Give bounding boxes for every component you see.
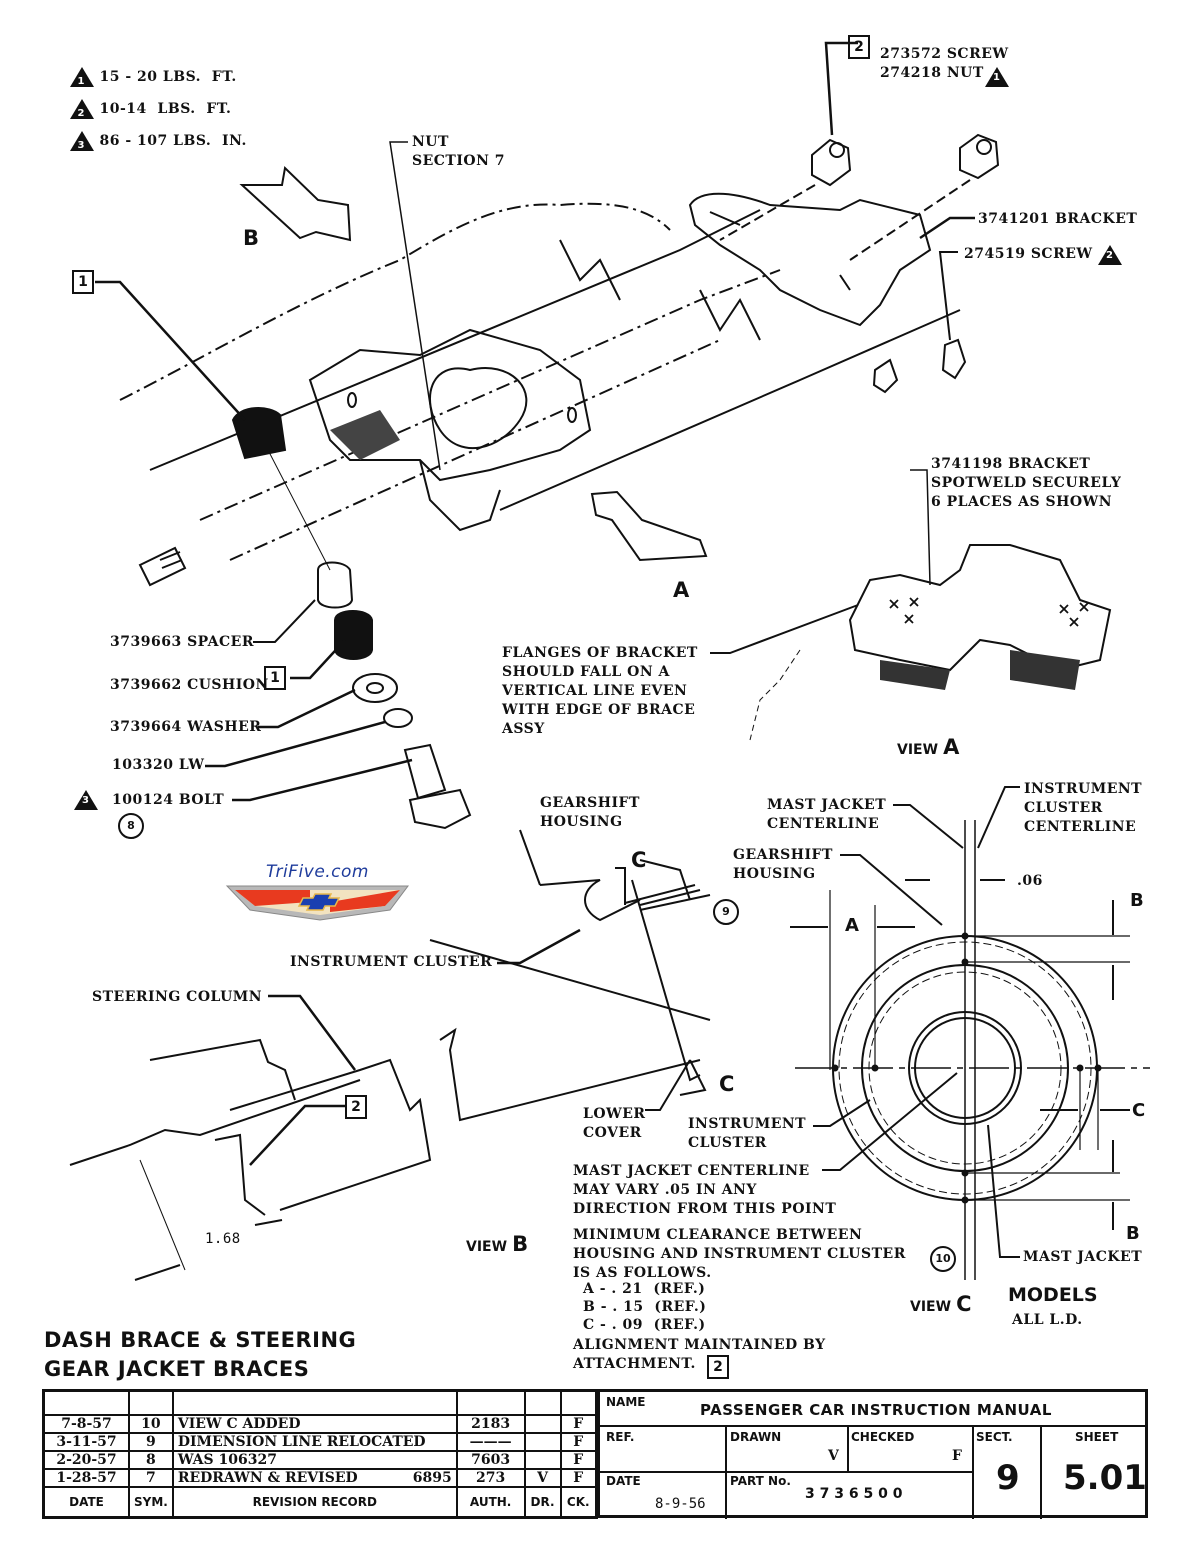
- view-b-illustration: [69, 829, 711, 1281]
- title-block: NAME PASSENGER CAR INSTRUCTION MANUAL RE…: [598, 1389, 1148, 1519]
- drawn-label: DRAWN: [730, 1430, 782, 1444]
- sect-label: SECT.: [976, 1430, 1013, 1444]
- table-row: 3-11-57 9 DIMENSION LINE RELOCATED ——— F: [42, 1432, 598, 1452]
- section-marker-c-top: C: [631, 848, 647, 872]
- page-title: DASH BRACE & STEERING GEAR JACKET BRACES: [44, 1328, 357, 1381]
- callout-bracket-3741201: 3741201 BRACKET: [978, 211, 1138, 227]
- callout-nut-section-7: NUT SECTION 7: [412, 134, 505, 169]
- part-number-label: PART No.: [730, 1474, 791, 1488]
- callout-box-2: 2: [848, 35, 870, 59]
- torque-triangle-icon: 3: [69, 131, 94, 151]
- dimension-marker-b-bottom: B: [1126, 1223, 1140, 1244]
- callout-box-2: 2: [707, 1355, 729, 1379]
- torque-triangle-icon: 2: [1098, 244, 1128, 265]
- callout-box-1: 1: [72, 270, 94, 294]
- callout-gearshift-housing-b: GEARSHIFT HOUSING: [540, 795, 640, 830]
- dimension-marker-b-top: B: [1130, 890, 1144, 911]
- view-a-illustration: [710, 469, 1112, 741]
- view-arrow-label-a: A: [673, 578, 690, 602]
- callout-instrument-cluster-c: INSTRUMENT CLUSTER: [688, 1116, 807, 1151]
- callout-flanges-note: FLANGES OF BRACKET SHOULD FALL ON A VERT…: [502, 645, 698, 737]
- callout-bracket-3741198: 3741198 BRACKET SPOTWELD SECURELY 6 PLAC…: [931, 456, 1122, 510]
- revision-record-table: 7-8-57 10 VIEW C ADDED 2183 F 3-11-57 9 …: [42, 1389, 598, 1519]
- checked-label: CHECKED: [851, 1430, 915, 1444]
- revision-circle-8: 8: [118, 813, 144, 839]
- view-arrow-label-b: B: [243, 226, 260, 250]
- view-c-label: VIEW C: [910, 1292, 972, 1316]
- view-b-label: VIEW B: [466, 1232, 529, 1256]
- exploded-parts-illustration: [205, 561, 472, 830]
- torque-triangle-icon: 2: [69, 99, 94, 119]
- callout-mast-jacket: MAST JACKET: [1023, 1249, 1143, 1265]
- table-header-row: DATE SYM. REVISION RECORD AUTH. DR. CK.: [42, 1486, 598, 1519]
- revision-circle-9: 9: [713, 899, 739, 925]
- dimension-marker-c: C: [1132, 1100, 1146, 1121]
- ref-label: REF.: [606, 1430, 635, 1444]
- name-label: NAME: [606, 1395, 646, 1409]
- table-row: 7-8-57 10 VIEW C ADDED 2183 F: [42, 1414, 598, 1434]
- checked-value: F: [952, 1448, 962, 1464]
- dimension-1-68: 1.68: [205, 1231, 241, 1247]
- name-value: PASSENGER CAR INSTRUCTION MANUAL: [700, 1401, 1052, 1419]
- callout-box-1: 1: [264, 666, 286, 690]
- table-row: [42, 1389, 598, 1416]
- callout-gearshift-housing-c: GEARSHIFT HOUSING: [733, 847, 833, 882]
- models-heading: MODELS: [1008, 1284, 1098, 1306]
- callout-nut-274218: 274218 NUT: [880, 65, 984, 81]
- dimension-marker-a: A: [845, 915, 859, 936]
- date-label: DATE: [606, 1474, 641, 1488]
- note-minimum-clearance: MINIMUM CLEARANCE BETWEEN HOUSING AND IN…: [573, 1227, 906, 1281]
- sheet-label: SHEET: [1075, 1430, 1119, 1444]
- clearance-c: C - . 09 (REF.): [583, 1317, 706, 1333]
- drawn-value: V: [828, 1448, 839, 1464]
- callout-mast-jacket-centerline: MAST JACKET CENTERLINE: [767, 797, 887, 832]
- dash-brace-assembly-illustration: [95, 141, 961, 587]
- callout-screw-273572: 273572 SCREW: [880, 46, 1009, 62]
- chevrolet-bowtie-emblem-icon: [225, 885, 409, 921]
- callout-lower-cover: LOWER COVER: [583, 1106, 646, 1141]
- torque-triangle-icon: 1: [985, 66, 1015, 87]
- callout-instrument-cluster-b: INSTRUMENT CLUSTER: [290, 954, 493, 970]
- revision-circle-10: 10: [930, 1246, 956, 1272]
- torque-triangle-icon: 1: [69, 67, 94, 87]
- dimension-06: .06: [1017, 873, 1043, 889]
- callout-cushion: 3739662 CUSHION: [110, 677, 269, 693]
- trifive-logo: TriFive.com: [225, 862, 410, 924]
- view-c-illustration: [790, 786, 1150, 1280]
- clearance-a: A - . 21 (REF.): [583, 1281, 706, 1297]
- callout-spacer: 3739663 SPACER: [110, 634, 254, 650]
- note-alignment: ALIGNMENT MAINTAINED BY ATTACHMENT.: [573, 1337, 826, 1372]
- callout-lock-washer: 103320 LW: [112, 757, 205, 773]
- clearance-b: B - . 15 (REF.): [583, 1299, 707, 1315]
- callout-steering-column: STEERING COLUMN: [92, 989, 263, 1005]
- callout-box-2: 2: [345, 1095, 367, 1119]
- upper-bracket-illustration: [688, 41, 1000, 394]
- models-value: ALL L.D.: [1012, 1312, 1083, 1328]
- sheet-value: 5.01: [1063, 1458, 1147, 1498]
- callout-bolt: 100124 BOLT: [112, 792, 225, 808]
- torque-triangle-icon: 3: [74, 789, 104, 810]
- table-row: 2-20-57 8 WAS 106327 7603 F: [42, 1450, 598, 1470]
- callout-washer: 3739664 WASHER: [110, 719, 262, 735]
- date-value: 8-9-56: [655, 1496, 706, 1512]
- view-a-label: VIEW A: [897, 735, 960, 759]
- logo-text: TriFive.com: [265, 862, 369, 882]
- part-number-value: 3 7 3 6 5 0 0: [805, 1486, 903, 1502]
- section-marker-c-bottom: C: [719, 1072, 735, 1096]
- callout-instrument-cluster-centerline: INSTRUMENT CLUSTER CENTERLINE: [1024, 781, 1143, 835]
- note-mast-jacket-variance: MAST JACKET CENTERLINE MAY VARY .05 IN A…: [573, 1163, 837, 1217]
- callout-screw-274519: 274519 SCREW: [964, 246, 1093, 262]
- sect-value: 9: [996, 1458, 1020, 1498]
